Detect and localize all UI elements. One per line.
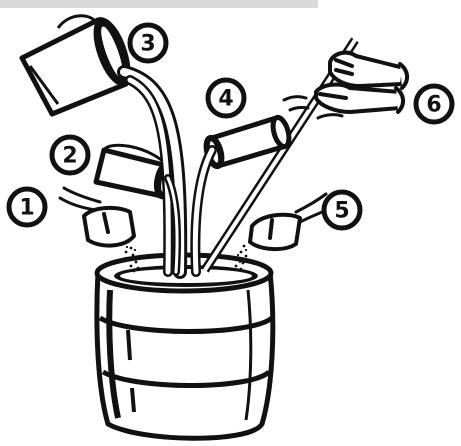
step-number: 5 xyxy=(334,199,349,224)
step-marker-2: 2 xyxy=(52,137,88,173)
step-marker-4: 4 xyxy=(208,80,244,116)
step-number: 1 xyxy=(19,196,34,221)
step-number: 2 xyxy=(62,144,77,169)
step-number: 3 xyxy=(140,32,155,57)
right-hand-sprinkling xyxy=(250,194,332,249)
step-marker-5: 5 xyxy=(324,192,360,228)
drum xyxy=(97,255,273,438)
step-number: 6 xyxy=(426,93,441,118)
step-marker-6: 6 xyxy=(416,86,452,122)
hands-stirring xyxy=(284,53,407,118)
step-number: 4 xyxy=(218,87,233,112)
left-hand-sprinkling xyxy=(60,188,134,246)
step-marker-3: 3 xyxy=(130,25,166,61)
large-pail xyxy=(22,16,135,114)
step-marker-1: 1 xyxy=(9,189,45,225)
